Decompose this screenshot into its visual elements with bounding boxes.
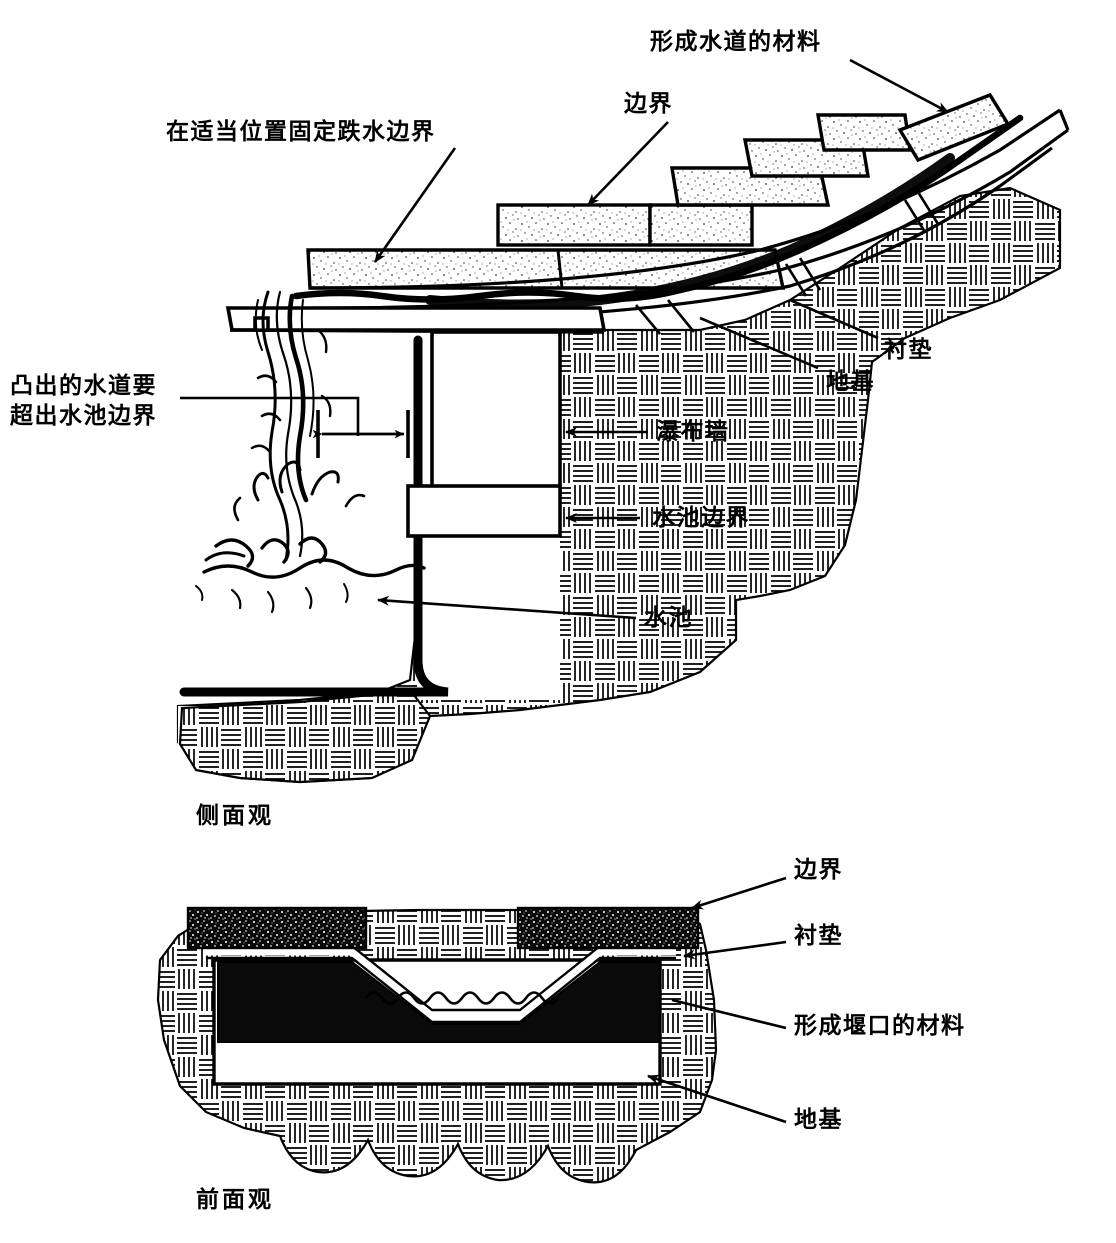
weir-material-black <box>217 961 661 1043</box>
front-view-leaders <box>647 876 787 1124</box>
spill-lip-slab <box>225 306 607 334</box>
earth-pond-floor <box>178 688 432 784</box>
front-liner-white <box>206 948 676 1020</box>
label-waterfall-wall: 瀑布墙 <box>656 419 730 445</box>
pond-edge-block <box>406 484 562 538</box>
front-view-drawing <box>156 906 718 1184</box>
label-front-liner: 衬垫 <box>794 923 843 949</box>
front-liner-outline-bottom <box>206 956 676 1024</box>
leader-front-liner <box>683 940 787 960</box>
side-view-leaders <box>373 58 949 620</box>
leader-edge-top <box>587 121 669 206</box>
waterfall-wall <box>406 330 562 538</box>
label-edge-top: 边界 <box>624 91 673 117</box>
label-overhang: 凸出的水道要 超出水池边界 <box>10 373 157 429</box>
leader-pond <box>377 595 637 620</box>
stone-step-5 <box>815 113 912 152</box>
label-fix-spillway: 在适当位置固定跌水边界 <box>166 119 436 145</box>
leader-channel-material <box>849 58 949 114</box>
leader-front-edge <box>691 876 787 910</box>
leader-fix-spillway <box>373 147 457 263</box>
falling-water <box>250 290 332 562</box>
liner-membrane <box>292 114 1024 310</box>
front-coping-stone-left <box>186 906 368 950</box>
label-liner-side: 衬垫 <box>884 337 933 363</box>
label-front-weir-material: 形成堰口的材料 <box>794 1013 966 1039</box>
view-name-front: 前面观 <box>196 1187 274 1213</box>
front-waterline <box>364 991 560 1005</box>
front-coping-stone-right <box>516 906 700 950</box>
side-view-drawing <box>176 92 1070 784</box>
label-front-foundation: 地基 <box>794 1107 843 1133</box>
water-splash <box>195 460 426 614</box>
overhang-dimension <box>180 396 410 458</box>
leader-foundation <box>699 316 819 370</box>
label-front-edge: 边界 <box>794 857 843 883</box>
liner-stitch-ticks <box>634 191 940 335</box>
label-foundation-side: 地基 <box>826 369 875 395</box>
leader-liner <box>789 298 879 340</box>
view-name-side: 侧面观 <box>196 803 274 829</box>
stone-step-2 <box>648 203 754 247</box>
label-pond-edge: 水池边界 <box>652 505 750 531</box>
leader-front-weir-material <box>671 998 787 1030</box>
stone-step-6-tilted <box>897 92 1011 163</box>
pond-liner-black <box>179 335 449 697</box>
label-channel-material: 形成水道的材料 <box>650 29 822 55</box>
stone-step-1 <box>496 203 652 247</box>
leader-front-foundation <box>647 1074 787 1124</box>
label-pond: 水池 <box>644 605 693 631</box>
